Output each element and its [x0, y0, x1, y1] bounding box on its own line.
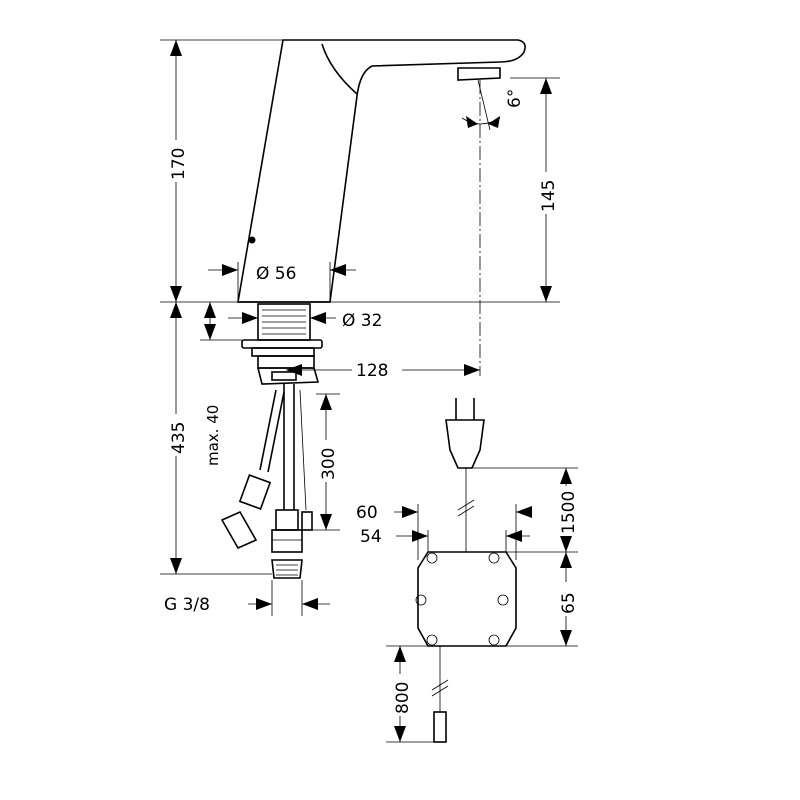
dim-body-diameter: Ø 56 [256, 264, 296, 284]
dim-435: 435 [169, 422, 189, 454]
dim-connection: G 3/8 [164, 595, 210, 615]
dim-300: 300 [319, 448, 339, 480]
dim-800: 800 [393, 682, 413, 714]
dim-shank-diameter: Ø 32 [342, 311, 382, 331]
faucet-body [237, 39, 526, 303]
dim-60: 60 [356, 503, 378, 523]
dimension-lines [160, 39, 578, 743]
dimension-labels: 170 435 145 6° Ø 56 Ø 32 128 max. 40 300… [164, 89, 579, 716]
dim-max-40: max. 40 [204, 405, 222, 466]
dim-145: 145 [539, 180, 559, 212]
dim-128: 128 [356, 361, 388, 381]
shank-assembly [220, 303, 323, 579]
dim-1500: 1500 [559, 491, 579, 534]
dim-54: 54 [360, 527, 382, 547]
dim-65: 65 [559, 592, 579, 614]
dim-angle: 6° [505, 89, 525, 108]
dim-170: 170 [169, 148, 189, 180]
control-box [415, 398, 517, 743]
